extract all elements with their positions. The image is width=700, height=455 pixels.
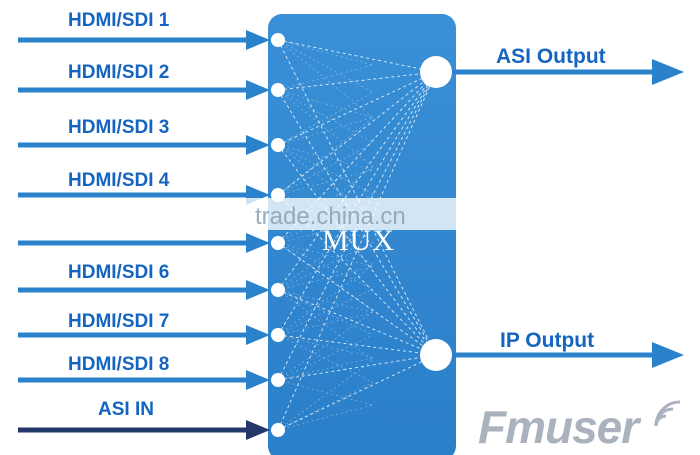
output-node bbox=[420, 56, 452, 88]
mux-cross-wire bbox=[277, 39, 374, 93]
input-arrow-head bbox=[246, 30, 270, 50]
mux-cross-wire bbox=[277, 39, 374, 66]
mux-cross-wire bbox=[277, 89, 374, 167]
mux-wire bbox=[277, 289, 437, 356]
mux-cross-wire bbox=[277, 117, 374, 196]
input-node bbox=[271, 328, 285, 342]
input-arrow-head bbox=[246, 135, 270, 155]
mux-wire bbox=[277, 334, 437, 356]
mux-wire bbox=[277, 71, 437, 291]
input-node bbox=[271, 138, 285, 152]
mux-cross-wire bbox=[277, 64, 374, 91]
mux-wire bbox=[277, 71, 437, 381]
mux-cross-wire bbox=[277, 169, 374, 196]
input-label-4: HDMI/SDI 4 bbox=[68, 170, 170, 191]
output-label-ip: IP Output bbox=[500, 329, 595, 352]
input-arrow-head bbox=[246, 233, 270, 253]
mux-wire bbox=[277, 354, 437, 431]
input-label-7: HDMI/SDI 7 bbox=[68, 311, 170, 332]
input-label-6: HDMI/SDI 6 bbox=[68, 262, 170, 283]
mux-cross-wire bbox=[277, 312, 374, 336]
input-arrow-head bbox=[246, 420, 270, 440]
mux-wire bbox=[277, 144, 437, 356]
mux-cross-wire bbox=[277, 92, 374, 146]
mux-wire bbox=[277, 354, 437, 381]
mux-wire bbox=[277, 39, 437, 356]
output-label-asi: ASI Output bbox=[496, 45, 606, 68]
mux-cross-wire bbox=[277, 142, 374, 196]
input-label-1: HDMI/SDI 1 bbox=[68, 10, 170, 31]
output-node bbox=[420, 339, 452, 371]
mux-block bbox=[268, 14, 456, 455]
input-node bbox=[271, 283, 285, 297]
input-node bbox=[271, 423, 285, 437]
mux-cross-wire bbox=[277, 89, 374, 143]
input-node bbox=[271, 83, 285, 97]
watermark-text: trade.china.cn bbox=[255, 203, 406, 230]
signal-waves-icon bbox=[654, 400, 681, 427]
mux-cross-wire bbox=[277, 39, 374, 118]
output-arrow-head bbox=[652, 59, 684, 85]
input-label-asi-in: ASI IN bbox=[98, 399, 154, 420]
input-arrow-head bbox=[246, 325, 270, 345]
mux-wire bbox=[277, 71, 437, 91]
mux-cross-wire bbox=[277, 334, 374, 358]
mux-cross-wire bbox=[277, 289, 374, 313]
watermark-band bbox=[0, 198, 470, 230]
input-arrow-head bbox=[246, 280, 270, 300]
input-arrow-head bbox=[246, 80, 270, 100]
brand-logo: Fmuser bbox=[478, 401, 639, 453]
mux-cross-wire bbox=[277, 266, 374, 291]
input-node bbox=[271, 373, 285, 387]
input-label-2: HDMI/SDI 2 bbox=[68, 62, 170, 83]
signal-arrows bbox=[18, 30, 684, 440]
mux-cross-wire bbox=[277, 404, 374, 431]
input-label-3: HDMI/SDI 3 bbox=[68, 117, 170, 138]
input-node bbox=[271, 236, 285, 250]
mux-cross-wire bbox=[277, 379, 374, 406]
connection-nodes bbox=[271, 33, 452, 437]
mux-wire bbox=[277, 39, 437, 73]
mux-cross-wire bbox=[277, 242, 374, 267]
output-arrow-head bbox=[652, 342, 684, 368]
mux-wire bbox=[277, 71, 437, 431]
mux-cross-wire bbox=[277, 117, 374, 146]
input-label-8: HDMI/SDI 8 bbox=[68, 354, 170, 375]
input-arrow-head bbox=[246, 370, 270, 390]
mux-cross-wire bbox=[277, 357, 374, 381]
mux-cross-wire bbox=[277, 144, 374, 171]
input-node bbox=[271, 33, 285, 47]
mux-cross-wire bbox=[277, 89, 374, 118]
mux-wire bbox=[277, 242, 437, 356]
mux-wire bbox=[277, 71, 437, 146]
